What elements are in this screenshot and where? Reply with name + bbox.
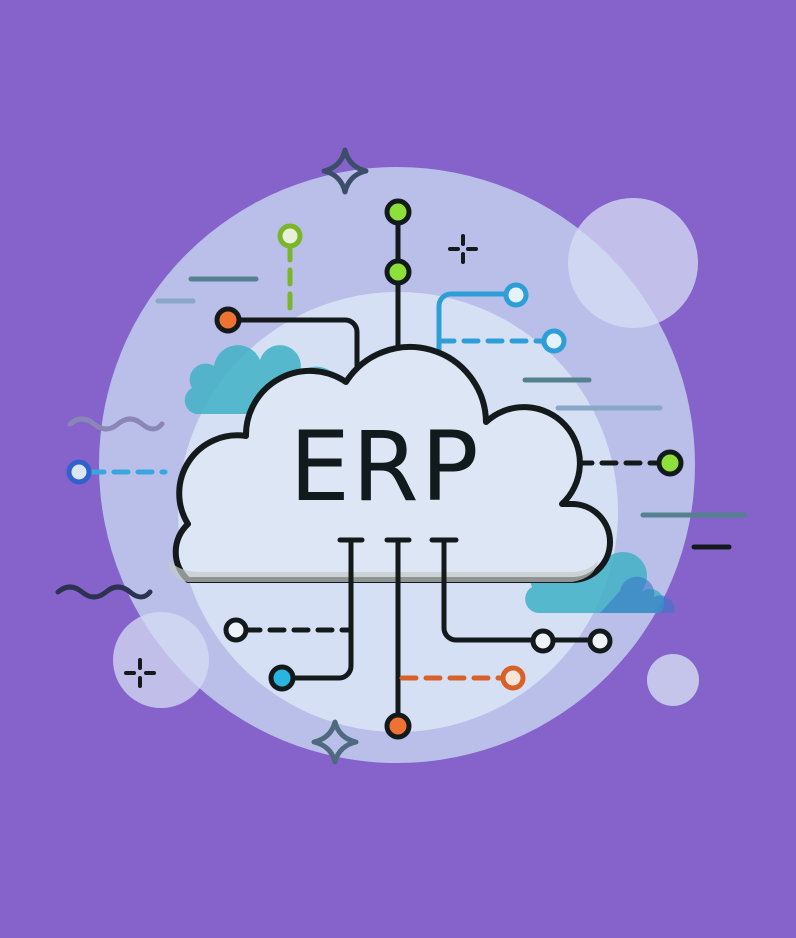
sparkle-icon — [124, 658, 156, 688]
small-cloud-right-shade — [600, 576, 675, 613]
network-lines-top — [87, 209, 662, 475]
sparkle-icon — [321, 147, 369, 195]
deco-circle-bottom-right — [647, 654, 699, 706]
cloud-shadow — [168, 560, 598, 582]
erp-label: ERP — [289, 411, 480, 523]
network-node-icon — [66, 198, 684, 740]
deco-circle-bottom-left — [113, 612, 209, 708]
deco-lines — [55, 276, 747, 600]
network-lines-bottom — [243, 537, 603, 729]
sparkle-icon — [448, 234, 478, 264]
sparkle-icon — [311, 719, 359, 765]
cloud-icon — [172, 344, 613, 583]
deco-circle-top-right — [568, 198, 698, 328]
